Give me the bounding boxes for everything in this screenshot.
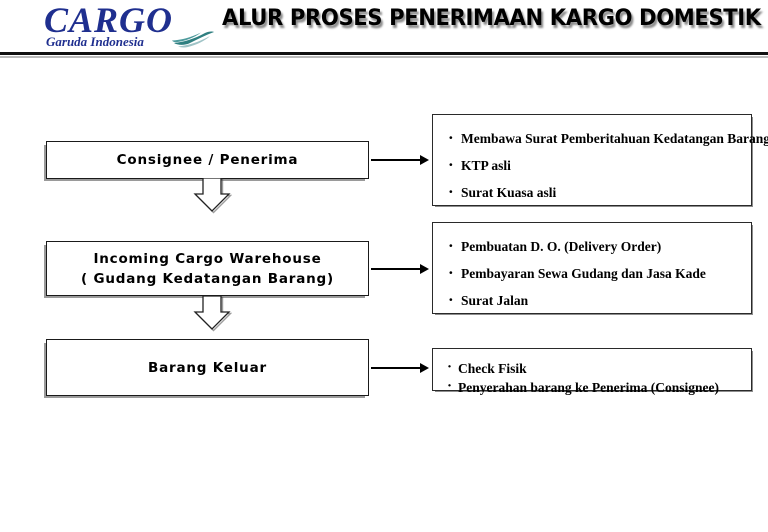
page-header: CARGO Garuda Indonesia ALUR PROSES PENER…	[0, 0, 768, 58]
stage-box-consignee[interactable]: Consignee / Penerima	[46, 141, 369, 179]
process-flow-diagram: Consignee / Penerima Membawa Surat Pembe…	[0, 58, 768, 532]
list-item: Penyerahan barang ke Penerima (Consignee…	[447, 377, 739, 397]
page-title: ALUR PROSES PENERIMAAN KARGO DOMESTIK	[222, 6, 761, 31]
block-arrow-down-icon-2	[192, 296, 232, 332]
stage-box-incoming-cargo-warehouse[interactable]: Incoming Cargo Warehouse ( Gudang Kedata…	[46, 241, 369, 296]
list-item: Pembayaran Sewa Gudang dan Jasa Kade	[447, 259, 739, 287]
garuda-cargo-logo: CARGO Garuda Indonesia	[44, 2, 224, 50]
connector-arrow-right-1	[371, 155, 429, 165]
block-arrow-down-icon-1	[192, 178, 232, 214]
detail-box-delivery-handover: Check Fisik Penyerahan barang ke Penerim…	[432, 348, 752, 396]
detail-list: Check Fisik Penyerahan barang ke Penerim…	[447, 358, 739, 397]
list-item: Surat Jalan	[447, 286, 739, 314]
list-item: Surat Kuasa asli	[447, 178, 739, 206]
stage-label: Barang Keluar	[148, 359, 267, 376]
connector-arrow-right-2	[371, 264, 429, 274]
list-item: Membawa Surat Pemberitahuan Kedatangan B…	[447, 124, 768, 152]
stage-label: Consignee / Penerima	[116, 152, 299, 168]
header-divider	[0, 52, 768, 55]
header-divider-secondary	[0, 56, 768, 58]
logo-subtitle-text: Garuda Indonesia	[46, 34, 144, 49]
detail-list: Pembuatan D. O. (Delivery Order) Pembaya…	[447, 232, 739, 314]
detail-list: Membawa Surat Pemberitahuan Kedatangan B…	[447, 124, 768, 206]
stage-box-barang-keluar[interactable]: Barang Keluar	[46, 339, 369, 396]
connector-arrow-right-3	[371, 363, 429, 373]
stage-label: Incoming Cargo Warehouse ( Gudang Kedata…	[81, 250, 334, 287]
detail-box-consignee-requirements: Membawa Surat Pemberitahuan Kedatangan B…	[432, 114, 768, 206]
logo-brand-text: CARGO	[44, 0, 174, 40]
garuda-wing-icon	[172, 31, 214, 48]
detail-box-warehouse-procedures: Pembuatan D. O. (Delivery Order) Pembaya…	[432, 222, 752, 314]
list-item: KTP asli	[447, 151, 739, 179]
list-item: Pembuatan D. O. (Delivery Order)	[447, 232, 739, 260]
list-item: Check Fisik	[447, 358, 739, 378]
